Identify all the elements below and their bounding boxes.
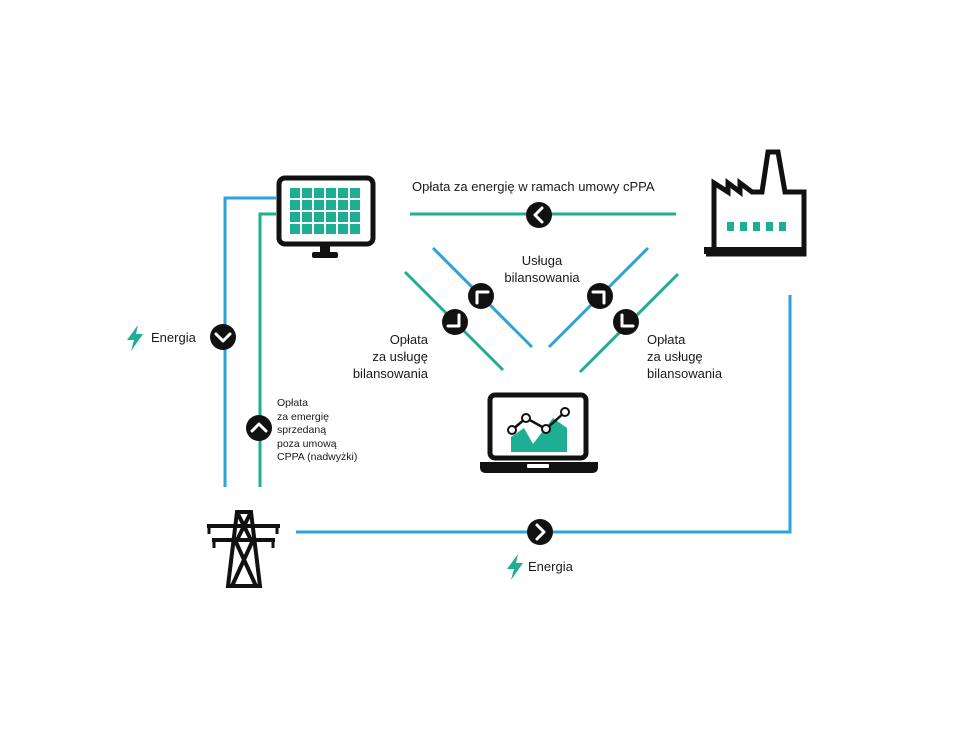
- arrow-downleft-fee-left: [442, 309, 468, 335]
- power-pylon-icon: [207, 510, 280, 588]
- arrow-downright-fee-right: [613, 309, 639, 335]
- arrow-upleft-balancing: [468, 283, 494, 309]
- blue-line-left-energy: [223, 196, 276, 487]
- surplus-payment-label: Opłata za emergię sprzedaną poza umową C…: [277, 397, 358, 463]
- arrow-right-energy: [527, 519, 553, 545]
- arrow-upright-balancing: [587, 283, 613, 309]
- cppa-payment-label: Opłata za energię w ramach umowy cPPA: [412, 179, 655, 194]
- teal-line-surplus: [258, 212, 276, 487]
- solar-panel-icon: [276, 175, 376, 258]
- energy-bottom-label: Energia: [528, 559, 573, 574]
- blue-line-energy-bottom: [296, 295, 792, 534]
- arrow-left-cppa: [526, 202, 552, 228]
- lightning-icon: [127, 325, 143, 351]
- energy-left-label: Energia: [151, 330, 196, 345]
- balancing-service-label: Usługa bilansowania: [504, 253, 580, 285]
- factory-icon: [704, 149, 807, 257]
- balancing-fee-left-label: Opłata za usługę bilansowania: [352, 332, 428, 381]
- laptop-chart-icon: [480, 392, 598, 473]
- arrow-up-surplus: [246, 415, 272, 441]
- arrow-down-energy: [210, 324, 236, 350]
- balancing-fee-right-label: Opłata za usługę bilansowania: [647, 332, 723, 381]
- lightning-icon: [507, 554, 523, 580]
